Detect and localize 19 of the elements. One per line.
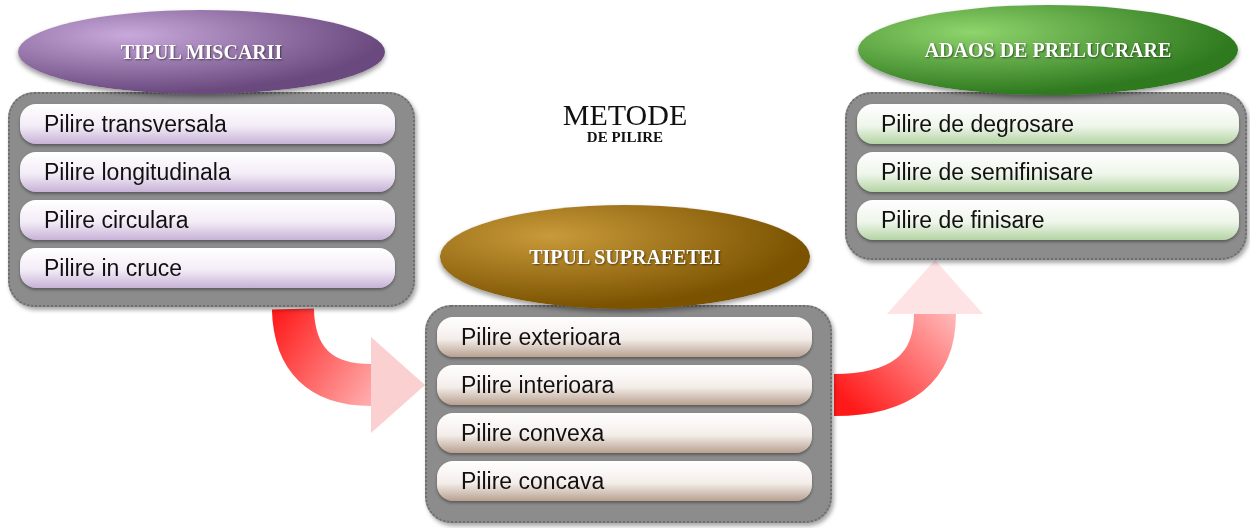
header-ellipse: TIPUL SUPRAFETEI bbox=[440, 205, 810, 309]
curved-arrow bbox=[271, 307, 425, 433]
list-item: Pilire de semifinisare bbox=[857, 152, 1239, 192]
list-item: Pilire exterioara bbox=[437, 317, 812, 357]
list-item: Pilire interioara bbox=[437, 365, 812, 405]
category-group bbox=[8, 10, 415, 307]
header-ellipse: TIPUL MISCARII bbox=[18, 10, 385, 94]
list-item: Pilire de finisare bbox=[857, 200, 1239, 240]
category-group bbox=[845, 5, 1247, 260]
list-item: Pilire concava bbox=[437, 461, 812, 501]
list-item: Pilire in cruce bbox=[20, 248, 395, 288]
category-group bbox=[425, 205, 832, 523]
list-item: Pilire transversala bbox=[20, 104, 395, 144]
list-item: Pilire convexa bbox=[437, 413, 812, 453]
header-ellipse: ADAOS DE PRELUCRARE bbox=[858, 5, 1238, 95]
list-item: Pilire longitudinala bbox=[20, 152, 395, 192]
list-item: Pilire circulara bbox=[20, 200, 395, 240]
list-item: Pilire de degrosare bbox=[857, 104, 1239, 144]
diagram-title: METODE DE PILIRE bbox=[561, 104, 689, 147]
